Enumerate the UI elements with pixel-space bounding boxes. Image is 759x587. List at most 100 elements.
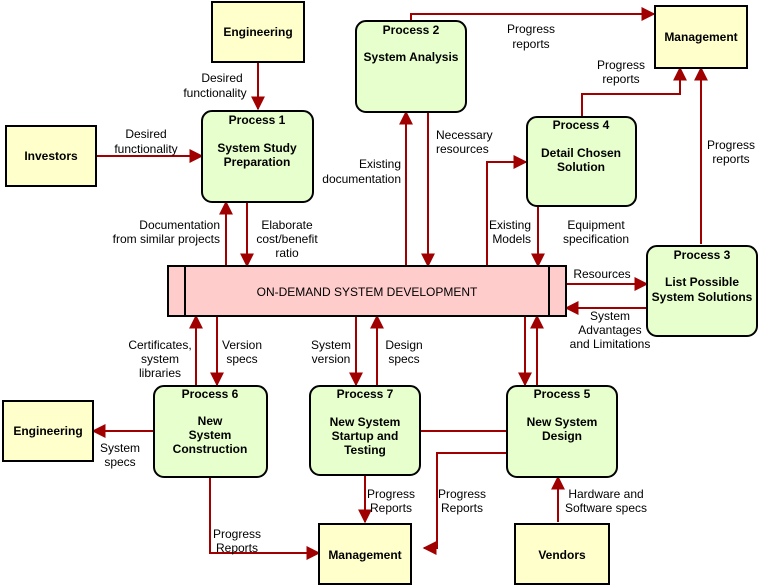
svg-text:Desired: Desired	[201, 71, 242, 85]
svg-text:specification: specification	[563, 232, 629, 246]
svg-text:from similar projects: from similar projects	[113, 232, 220, 246]
process-4: Process 4 Detail Chosen Solution	[526, 116, 637, 207]
flow-label-design-specs: Design specs	[385, 338, 422, 366]
svg-text:reports: reports	[712, 152, 749, 166]
process-name-line: System Study	[217, 141, 297, 155]
process-name-line: New System	[330, 415, 401, 429]
svg-text:Progress: Progress	[597, 58, 645, 72]
svg-text:Version: Version	[222, 338, 262, 352]
svg-text:reports: reports	[512, 37, 549, 51]
svg-text:version: version	[312, 352, 351, 366]
flow-label-progress-reports-p7: Progress Reports	[367, 487, 415, 515]
svg-text:specs: specs	[226, 352, 257, 366]
svg-text:Progress: Progress	[438, 487, 486, 501]
flow-label-elaborate-cost-benefit: Elaborate cost/benefit ratio	[256, 218, 318, 260]
process-name-line: Preparation	[224, 155, 291, 169]
process-number: Process 1	[229, 113, 286, 127]
flow-label-existing-models: Existing Models	[489, 218, 531, 246]
flow-label-system-advantages-limitations: System Advantages and Limitations	[570, 309, 651, 351]
flow-label-existing-documentation: Existing documentation	[322, 157, 401, 186]
flow-p6-to-management	[209, 477, 321, 560]
svg-text:Progress: Progress	[507, 22, 555, 36]
svg-text:System: System	[311, 338, 351, 352]
svg-text:cost/benefit: cost/benefit	[256, 232, 318, 246]
process-7: Process 7 New System Startup and Testing	[309, 385, 421, 476]
flow-label-hardware-software-specs: Hardware and Software specs	[565, 487, 647, 515]
svg-text:libraries: libraries	[139, 366, 181, 380]
process-name-line: Testing	[344, 443, 386, 457]
external-entity-engineering-top: Engineering	[211, 1, 305, 63]
flow-label-system-version: System version	[311, 338, 351, 366]
svg-text:Models: Models	[492, 232, 531, 246]
svg-text:Reports: Reports	[441, 501, 483, 515]
svg-text:Existing: Existing	[489, 218, 531, 232]
external-entity-investors: Investors	[5, 125, 97, 187]
process-name-line: Startup and	[332, 429, 399, 443]
svg-text:Elaborate: Elaborate	[261, 218, 313, 232]
flow-label-documentation-similar-projects: Documentation from similar projects	[113, 218, 220, 246]
svg-text:reports: reports	[602, 72, 639, 86]
svg-text:Software specs: Software specs	[565, 501, 647, 515]
svg-text:functionality: functionality	[114, 142, 177, 156]
flow-label-version-specs: Version specs	[222, 338, 262, 366]
flow-label-certificates-system-libraries: Certificates, system libraries	[128, 338, 191, 380]
svg-text:System: System	[100, 441, 140, 455]
entity-label: Engineering	[13, 424, 82, 438]
external-entity-vendors: Vendors	[514, 523, 610, 585]
svg-text:Advantages: Advantages	[578, 323, 641, 337]
svg-text:resources: resources	[436, 142, 489, 156]
flow-label-desired-functionality-investors: Desired functionality	[114, 127, 177, 156]
process-name-line: Design	[542, 429, 582, 443]
flow-p2-to-management	[410, 7, 656, 21]
external-entity-management-top: Management	[654, 5, 748, 69]
flow-labels: Desired functionality Desired functional…	[100, 22, 755, 555]
process-name-line: New	[198, 414, 223, 428]
svg-text:and Limitations: and Limitations	[570, 337, 651, 351]
svg-text:Progress: Progress	[213, 527, 261, 541]
entity-label: Vendors	[538, 548, 586, 562]
flow-label-progress-reports-p3: Progress reports	[707, 138, 755, 166]
svg-text:specs: specs	[388, 352, 419, 366]
process-name-line: System Solutions	[652, 290, 753, 304]
flow-p4-to-management	[581, 66, 687, 117]
flow-p5-to-management	[422, 452, 507, 555]
svg-text:Hardware and: Hardware and	[568, 487, 643, 501]
svg-text:Desired: Desired	[125, 127, 166, 141]
process-3: Process 3 List Possible System Solutions	[646, 245, 758, 337]
svg-text:functionality: functionality	[183, 86, 246, 100]
process-number: Process 4	[553, 118, 610, 132]
svg-text:Certificates,: Certificates,	[128, 338, 191, 352]
entity-label: Management	[328, 548, 401, 562]
flow-label-resources: Resources	[573, 267, 630, 281]
external-entity-management-bottom: Management	[318, 523, 412, 585]
svg-text:System: System	[590, 309, 630, 323]
process-2: Process 2 System Analysis	[355, 20, 467, 113]
flow-label-progress-reports-p5: Progress Reports	[438, 487, 486, 515]
svg-text:specs: specs	[104, 455, 135, 469]
flow-label-progress-reports-p4: Progress reports	[597, 58, 645, 86]
data-store-label: ON-DEMAND SYSTEM DEVELOPMENT	[257, 285, 478, 299]
entity-label: Management	[664, 30, 737, 44]
data-store-on-demand-system-development: ON-DEMAND SYSTEM DEVELOPMENT	[167, 265, 567, 317]
process-number: Process 3	[674, 248, 731, 262]
svg-text:ratio: ratio	[275, 246, 299, 260]
process-number: Process 7	[337, 387, 394, 401]
flow-label-desired-functionality-engineering: Desired functionality	[183, 71, 246, 100]
process-name-line: Construction	[173, 442, 248, 456]
svg-text:Resources: Resources	[573, 267, 630, 281]
process-number: Process 6	[182, 387, 239, 401]
flow-label-progress-reports-p6: Progress Reports	[213, 527, 261, 555]
svg-text:documentation: documentation	[322, 172, 401, 186]
flow-store-to-p4	[486, 155, 528, 266]
process-name-line: New System	[527, 415, 598, 429]
svg-text:system: system	[141, 352, 179, 366]
process-name-line: Solution	[557, 160, 605, 174]
svg-text:Existing: Existing	[359, 157, 401, 171]
flow-arrows	[91, 7, 708, 560]
process-name-line: List Possible	[665, 275, 739, 289]
process-name-line: System Analysis	[364, 50, 459, 64]
process-number: Process 2	[383, 23, 440, 37]
process-name-line: Detail Chosen	[541, 146, 621, 160]
svg-text:Reports: Reports	[216, 541, 258, 555]
